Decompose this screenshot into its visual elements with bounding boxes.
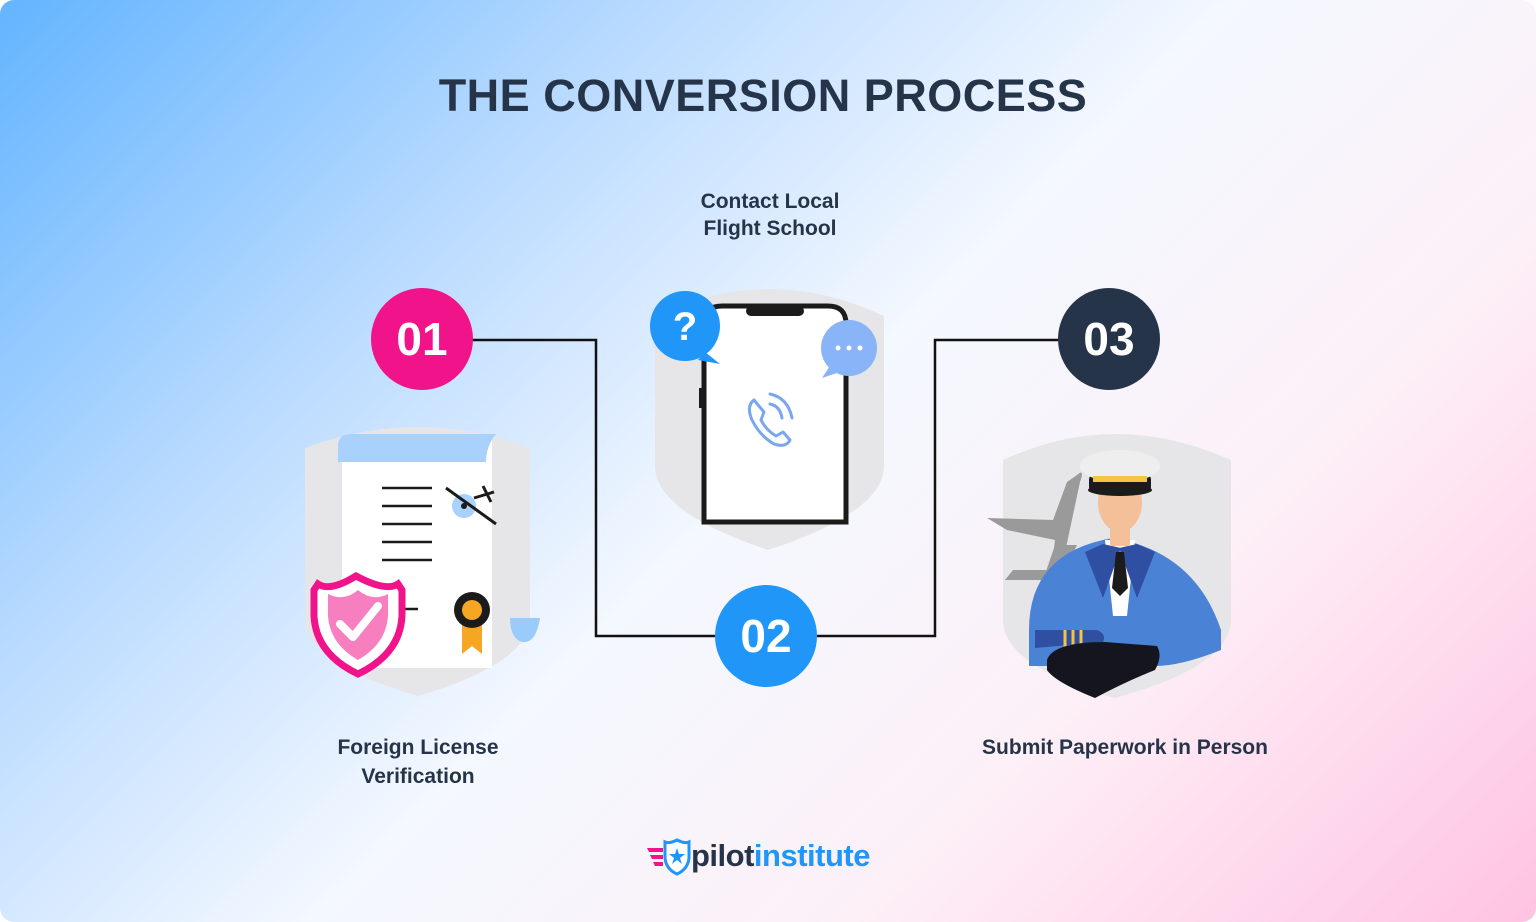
step-2-label-line-1: Contact Local	[700, 190, 840, 213]
award-ribbon-icon	[454, 592, 490, 654]
brand-name-part-2: institute	[753, 838, 871, 873]
step-2-label: Contact Local Flight School	[620, 188, 920, 242]
airplane-icon	[445, 485, 497, 526]
certificate-illustration	[305, 427, 540, 696]
svg-text:?: ?	[673, 305, 697, 349]
pilot-icon	[1029, 450, 1221, 698]
step-2-label-line-2: Flight School	[703, 217, 837, 240]
chat-bubble-icon	[821, 320, 877, 378]
question-bubble-icon: ?	[650, 291, 720, 364]
phone-call-icon	[747, 392, 794, 447]
page-title: THE CONVERSION PROCESS	[438, 70, 1088, 121]
brand-name-part-1: pilot	[691, 838, 754, 873]
smartphone-icon	[699, 303, 849, 525]
step-3-badge: 03	[1058, 288, 1160, 390]
step-3-label: Submit Paperwork in Person	[925, 733, 1325, 762]
step-1-badge: 01	[371, 288, 473, 390]
step-1-label-line-1: Foreign License	[337, 736, 499, 759]
wing-star-shield-icon	[647, 838, 691, 876]
step-3-label-line-1: Submit Paperwork in Person	[982, 736, 1268, 759]
phone-illustration: ?	[650, 289, 884, 550]
step-1-label-line-2: Verification	[361, 765, 475, 788]
shield-check-icon	[310, 571, 406, 678]
pilot-illustration	[987, 434, 1231, 698]
step-1-label: Foreign License Verification	[268, 733, 568, 791]
step-2-badge: 02	[715, 585, 817, 687]
